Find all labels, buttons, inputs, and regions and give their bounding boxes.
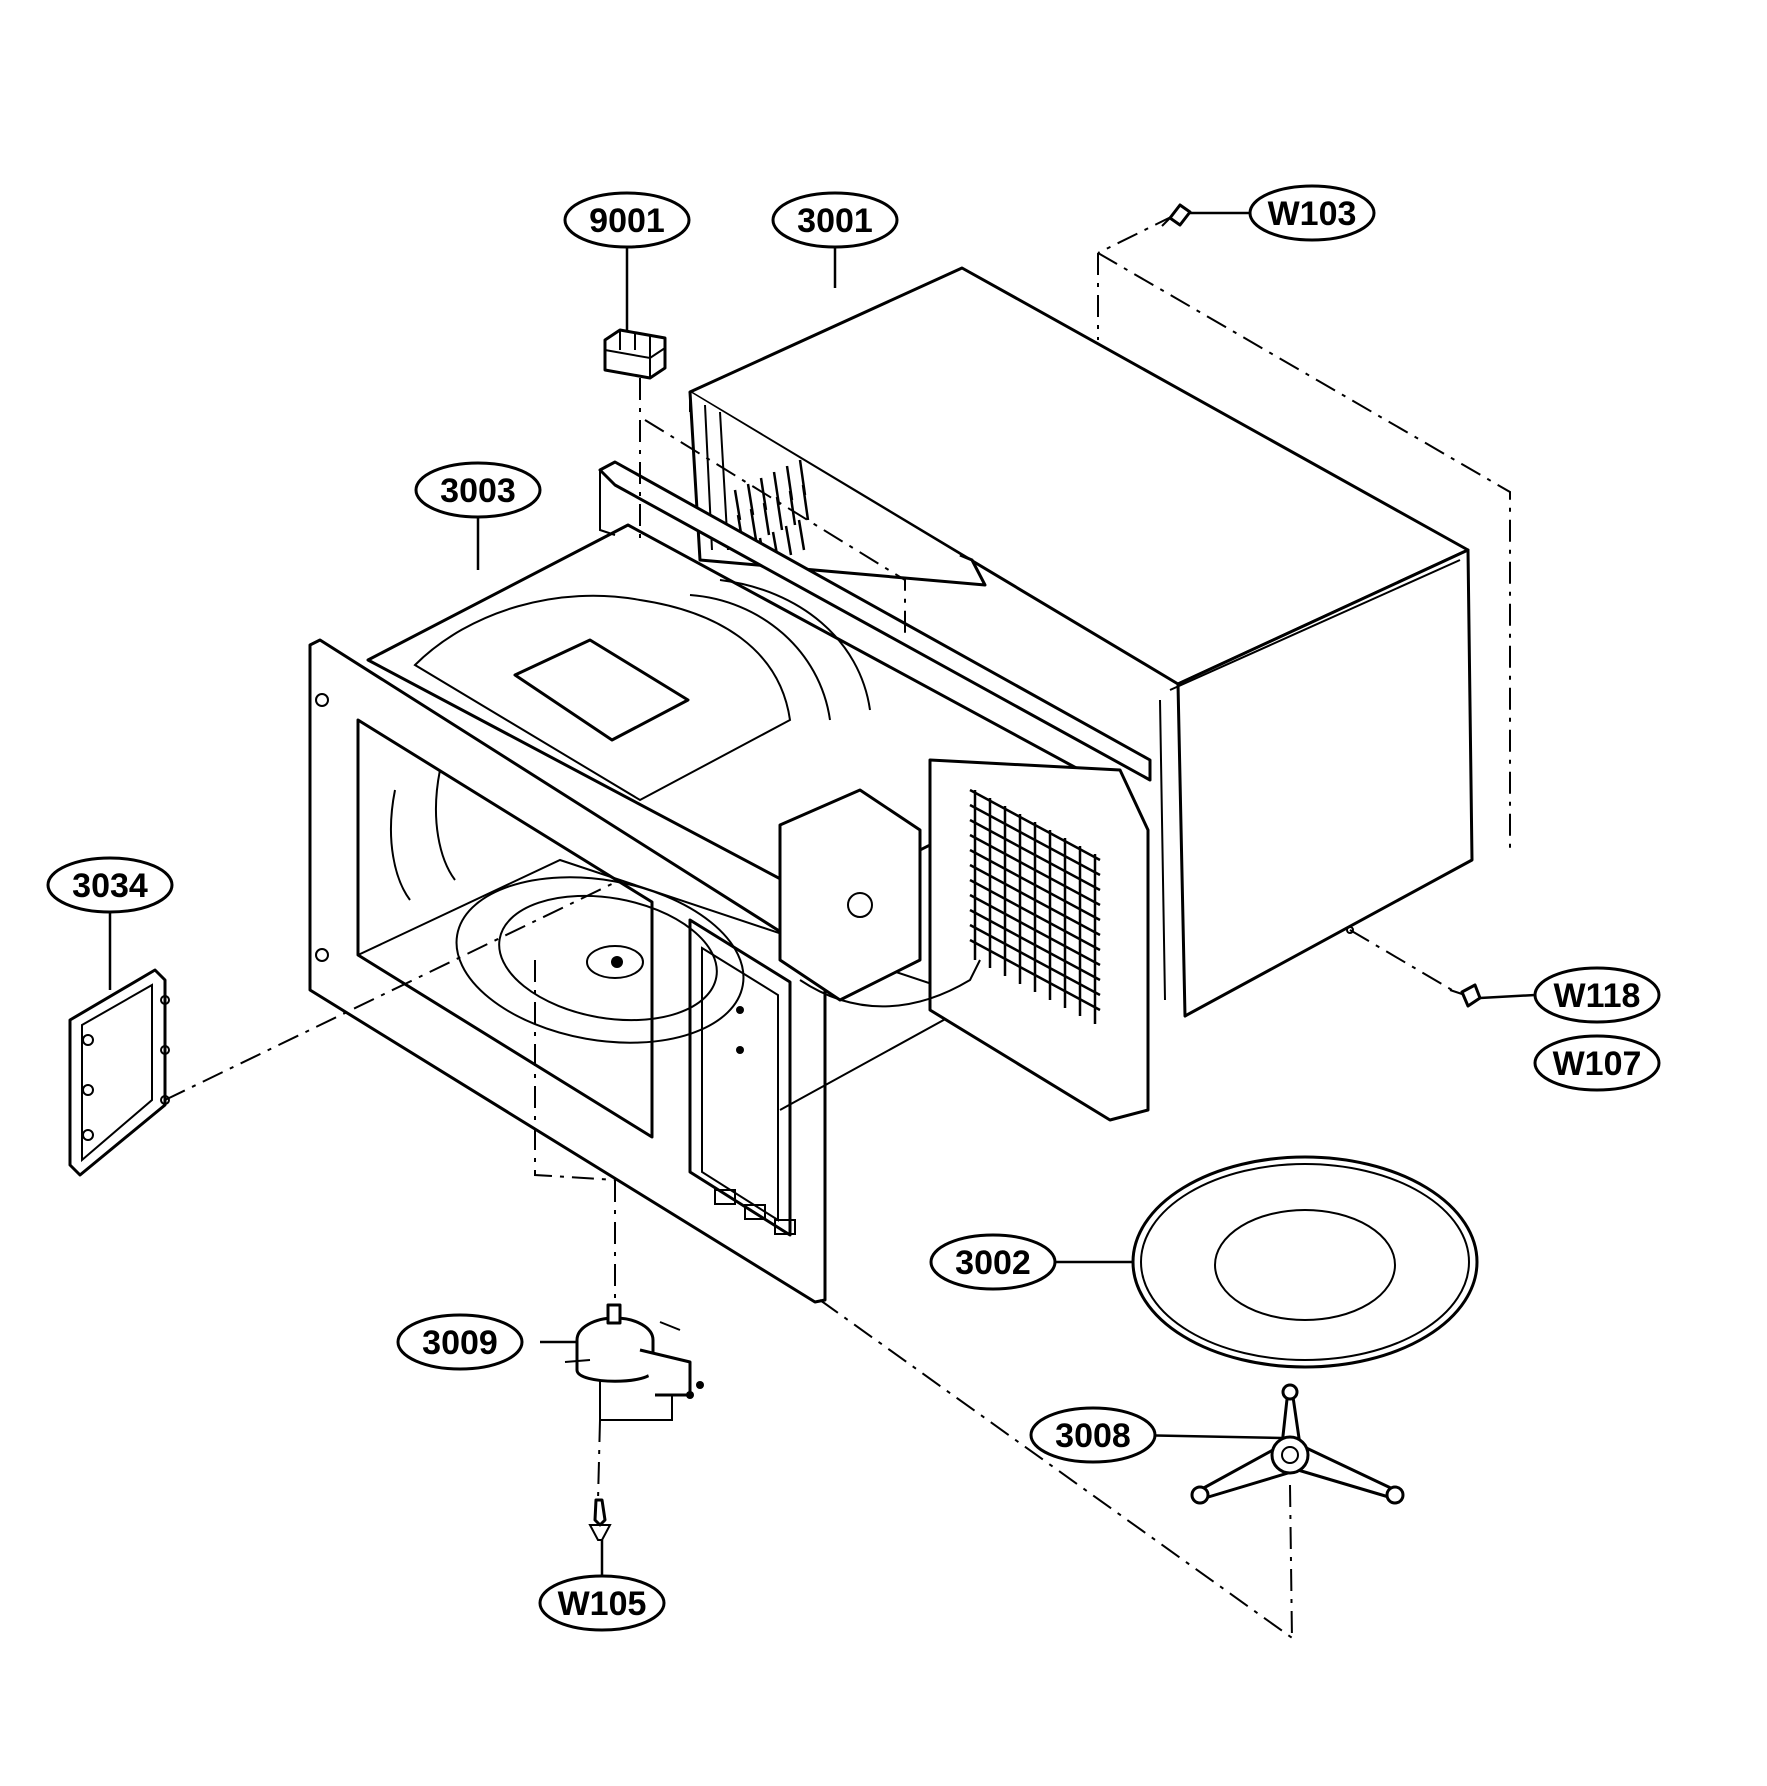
outer-cabinet-part: [688, 266, 1474, 1018]
label-3002: 3002: [929, 1233, 1057, 1291]
label-W107: W107: [1533, 1034, 1661, 1092]
screw-W118: [1449, 983, 1482, 1008]
label-9001: 9001: [563, 191, 691, 249]
label-W103: W103: [1248, 184, 1376, 242]
cavity-assembly-part: [308, 460, 1152, 1304]
svg-text:3009: 3009: [422, 1324, 498, 1362]
screw-W105: [588, 1498, 612, 1541]
svg-text:3002: 3002: [955, 1244, 1031, 1282]
glass-tray-part: [1131, 1155, 1479, 1369]
svg-text:W107: W107: [1553, 1045, 1642, 1083]
label-3009: 3009: [396, 1313, 524, 1371]
label-3008: 3008: [1029, 1406, 1157, 1464]
label-3003: 3003: [414, 461, 542, 519]
waveguide-cover-part: [68, 968, 170, 1177]
side-vent-grille: [969, 788, 1101, 1024]
part-9001-block: [603, 328, 667, 380]
svg-text:W103: W103: [1268, 195, 1357, 233]
svg-text:3001: 3001: [797, 202, 873, 240]
screw-W103: [1161, 203, 1192, 227]
svg-text:3003: 3003: [440, 472, 516, 510]
svg-text:W105: W105: [558, 1585, 647, 1623]
svg-text:9001: 9001: [589, 202, 665, 240]
svg-text:3034: 3034: [72, 867, 148, 905]
label-3034: 3034: [46, 856, 174, 914]
label-W118: W118: [1533, 966, 1661, 1024]
svg-text:3008: 3008: [1055, 1417, 1131, 1455]
svg-text:W118: W118: [1554, 977, 1641, 1015]
label-W105: W105: [538, 1574, 666, 1632]
label-3001: 3001: [771, 191, 899, 249]
roller-ring-part: [1190, 1383, 1405, 1505]
turntable-motor-part: [564, 1303, 704, 1421]
